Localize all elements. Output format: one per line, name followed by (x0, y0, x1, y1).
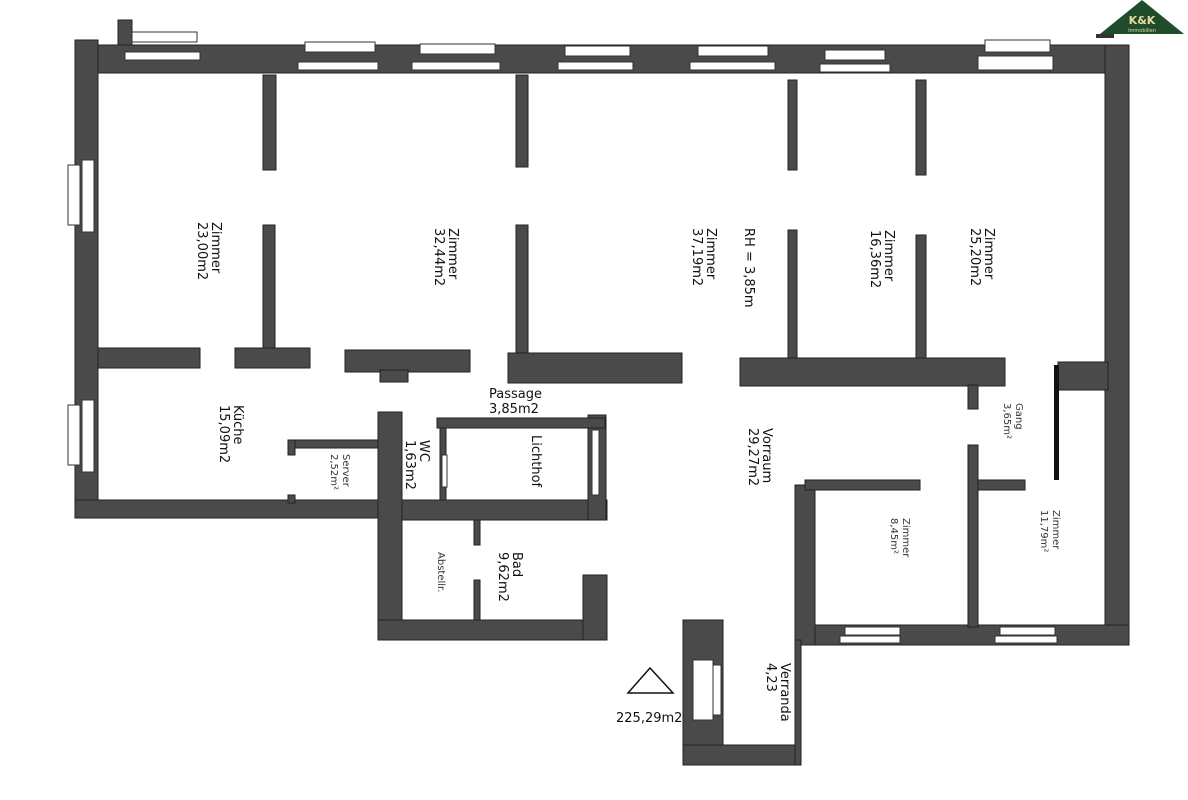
ceiling-height: RH = 3,85m (741, 228, 756, 308)
svg-text:Lichthof: Lichthof (528, 435, 543, 488)
svg-text:15,09m2: 15,09m2 (216, 405, 231, 463)
svg-text:Passage: Passage (489, 387, 542, 402)
svg-text:4,23: 4,23 (763, 663, 778, 692)
svg-text:3,85m2: 3,85m2 (489, 402, 539, 417)
svg-text:WC: WC (416, 440, 431, 462)
svg-text:K&K: K&K (1129, 14, 1156, 27)
svg-text:32,44m2: 32,44m2 (431, 228, 446, 286)
total-area: 225,29m2 (616, 711, 682, 726)
svg-text:Abstellr.: Abstellr. (435, 552, 446, 592)
room-abstellraum: Abstellr. (435, 552, 446, 592)
svg-text:Verranda: Verranda (777, 663, 792, 722)
svg-text:9,62m2: 9,62m2 (495, 552, 510, 602)
room-lichthof: Lichthof (528, 435, 543, 488)
svg-text:Zimmer: Zimmer (1050, 510, 1061, 550)
svg-text:23,00m2: 23,00m2 (194, 222, 209, 280)
svg-text:11,79m²: 11,79m² (1038, 510, 1049, 552)
svg-text:Zimmer: Zimmer (445, 228, 460, 280)
svg-text:16,36m2: 16,36m2 (867, 230, 882, 288)
svg-text:29,27m2: 29,27m2 (745, 428, 760, 486)
svg-text:Küche: Küche (230, 405, 245, 445)
svg-text:Gang: Gang (1013, 403, 1024, 430)
svg-text:3,65m²: 3,65m² (1001, 403, 1012, 439)
svg-text:Zimmer: Zimmer (981, 228, 996, 280)
svg-text:Zimmer: Zimmer (881, 230, 896, 282)
svg-text:2,52m²: 2,52m² (328, 454, 339, 490)
svg-text:1,63m2: 1,63m2 (402, 440, 417, 490)
walls (74, 19, 1130, 766)
svg-text:25,20m2: 25,20m2 (967, 228, 982, 286)
svg-text:Vorraum: Vorraum (759, 428, 774, 483)
svg-text:37,19m2: 37,19m2 (689, 228, 704, 286)
room-wc: WC1,63m2 (402, 440, 431, 490)
svg-text:Server: Server (340, 454, 351, 488)
svg-text:Zimmer: Zimmer (208, 222, 223, 274)
svg-text:Bad: Bad (509, 552, 524, 577)
svg-text:8,45m²: 8,45m² (888, 518, 899, 554)
svg-text:Zimmer: Zimmer (703, 228, 718, 280)
area-triangle-icon (626, 666, 675, 694)
kk-logo: K&K Immobilien (1096, 0, 1184, 38)
svg-text:Zimmer: Zimmer (900, 518, 911, 558)
svg-text:Immobilien: Immobilien (1128, 28, 1156, 34)
windows (67, 31, 1058, 721)
svg-text:RH = 3,85m: RH = 3,85m (741, 228, 756, 308)
